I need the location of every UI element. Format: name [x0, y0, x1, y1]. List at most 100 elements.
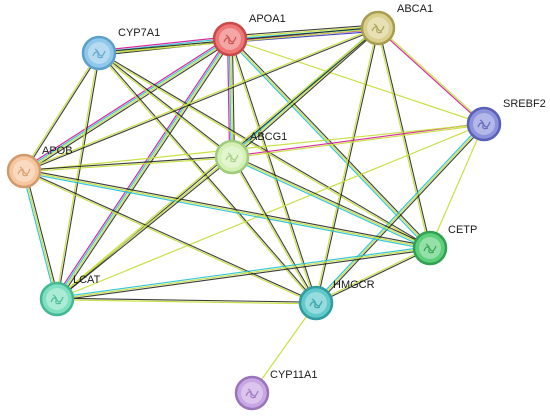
edge-abca1-cetp[interactable]: [376, 27, 432, 249]
edge-strand-coexpression: [57, 297, 317, 303]
edge-strand-textmining: [229, 38, 485, 125]
node-apob[interactable]: APOB: [6, 145, 73, 189]
edge-apob-abcg1[interactable]: [23, 155, 233, 173]
edge-srebf2-hmgcr[interactable]: [314, 122, 486, 305]
node-cyp11a1[interactable]: CYP11A1: [234, 369, 318, 411]
edge-strand-coexpression: [58, 40, 233, 301]
node-label-cetp: CETP: [448, 224, 477, 236]
edge-strand-textmining: [376, 28, 430, 249]
protein-structure-icon: [17, 166, 31, 177]
edge-strand-experiment: [22, 36, 230, 170]
edge-strand-coexpression: [24, 53, 101, 172]
edge-strand-coexpression: [229, 24, 378, 37]
edge-strand-experiment: [227, 39, 231, 158]
edge-strand-coexpression: [24, 168, 431, 247]
edge-strand-textmining: [378, 26, 485, 124]
edge-apoa1-abcg1[interactable]: [227, 38, 235, 158]
edge-strand-textmining: [230, 157, 316, 304]
edge-strand-textmining: [23, 171, 316, 305]
edge-strand-coexpression: [316, 124, 486, 305]
edge-strand-textmining: [429, 123, 485, 249]
edge-abca1-srebf2[interactable]: [377, 26, 485, 126]
edge-strand-coexpression: [316, 248, 431, 305]
edge-strand-coexpression: [99, 51, 431, 248]
edge-strand-textmining: [315, 123, 485, 304]
edge-cyp7a1-lcat[interactable]: [55, 52, 101, 300]
node-label-apob: APOB: [42, 145, 73, 157]
edge-strand-coexpression: [24, 169, 317, 303]
edge-strand-database: [23, 37, 230, 171]
edge-apoa1-lcat[interactable]: [54, 37, 233, 301]
edge-strand-coexpression: [232, 155, 431, 248]
node-lcat[interactable]: LCAT: [39, 274, 101, 317]
edge-cyp7a1-apob[interactable]: [22, 52, 101, 172]
edge-strand-textmining: [56, 123, 485, 300]
protein-structure-icon: [225, 152, 239, 163]
edge-strand-database: [21, 171, 57, 300]
edge-strand-textmining: [230, 38, 234, 157]
protein-structure-icon: [423, 243, 437, 254]
edge-cyp7a1-cetp[interactable]: [98, 51, 431, 250]
edge-strand-textmining: [23, 26, 378, 171]
edge-abcg1-hmgcr[interactable]: [230, 156, 318, 304]
protein-structure-icon: [50, 294, 64, 305]
node-label-cyp7a1: CYP7A1: [118, 27, 160, 39]
node-hmgcr[interactable]: HMGCR: [298, 279, 375, 321]
edge-strand-coexpression: [24, 28, 379, 173]
protein-structure-icon: [223, 34, 237, 45]
protein-structure-icon: [245, 388, 259, 399]
node-label-apoa1: APOA1: [249, 13, 286, 25]
node-label-srebf2: SREBF2: [503, 98, 546, 110]
edge-apob-hmgcr[interactable]: [23, 169, 317, 305]
edge-hmgcr-cyp11a1[interactable]: [251, 302, 317, 394]
edge-strand-textmining: [22, 52, 99, 171]
edge-strand-database: [231, 157, 430, 250]
edge-srebf2-cetp[interactable]: [429, 123, 485, 249]
edge-strand-experiment: [377, 28, 484, 126]
edge-apob-cetp[interactable]: [23, 168, 431, 251]
edge-apoa1-srebf2[interactable]: [229, 38, 485, 125]
edge-strand-coexpression: [57, 249, 431, 302]
edge-strand-textmining: [24, 157, 233, 173]
edge-strand-database: [55, 38, 230, 299]
edge-strand-coexpression: [378, 27, 432, 248]
edge-strand-experiment: [54, 37, 229, 299]
edge-abca1-hmgcr[interactable]: [314, 27, 380, 304]
protein-structure-icon: [371, 23, 385, 34]
node-label-abca1: ABCA1: [397, 3, 433, 15]
edge-strand-textmining: [314, 27, 378, 303]
edge-cyp7a1-abcg1[interactable]: [98, 51, 233, 159]
edge-cetp-lcat[interactable]: [56, 245, 431, 302]
edge-strand-textmining: [232, 124, 485, 159]
node-abcg1[interactable]: ABCG1: [214, 131, 287, 175]
node-abca1[interactable]: ABCA1: [360, 3, 433, 46]
edge-apoa1-apob[interactable]: [22, 36, 232, 174]
edge-strand-database: [23, 171, 430, 251]
edge-srebf2-lcat[interactable]: [56, 123, 485, 300]
node-srebf2[interactable]: SREBF2: [466, 98, 546, 142]
edges-layer: [21, 24, 486, 394]
node-cyp7a1[interactable]: CYP7A1: [81, 27, 160, 71]
edge-abca1-apob[interactable]: [23, 26, 379, 173]
edge-apob-lcat[interactable]: [21, 170, 60, 300]
node-label-lcat: LCAT: [73, 274, 101, 286]
edge-strand-textmining: [56, 247, 431, 300]
edge-abcg1-lcat[interactable]: [56, 155, 233, 301]
edge-strand-coexpression: [232, 156, 318, 303]
edge-strand-textmining: [229, 25, 378, 39]
protein-structure-icon: [477, 119, 491, 130]
node-cetp[interactable]: CETP: [412, 224, 477, 266]
edge-strand-coexpression: [99, 51, 233, 157]
edge-strand-textmining: [57, 39, 232, 300]
edge-strand-experiment: [98, 36, 230, 52]
edge-cetp-hmgcr[interactable]: [315, 246, 431, 305]
node-label-abcg1: ABCG1: [250, 131, 287, 143]
edge-abcg1-cetp[interactable]: [231, 155, 431, 250]
edge-lcat-hmgcr[interactable]: [56, 297, 317, 305]
edge-strand-textmining: [231, 156, 431, 249]
node-apoa1[interactable]: APOA1: [212, 13, 286, 57]
edge-srebf2-apob[interactable]: [23, 123, 485, 172]
edge-strand-coexpression: [57, 53, 101, 300]
